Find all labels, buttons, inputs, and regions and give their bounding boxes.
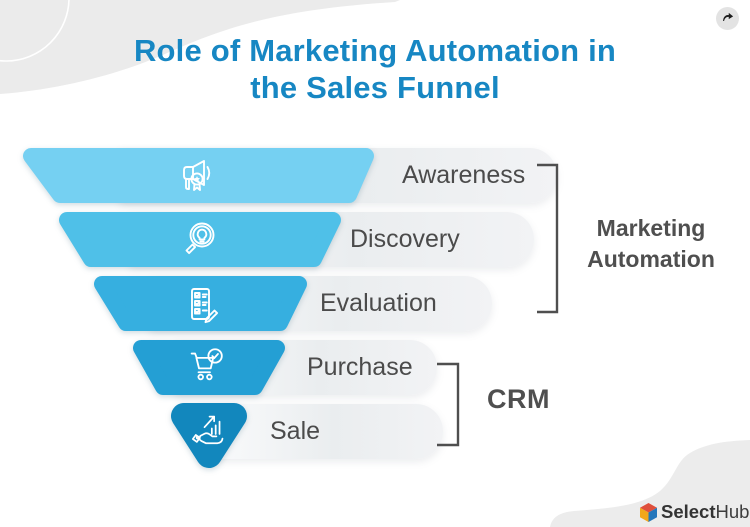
page-title-line2: the Sales Funnel xyxy=(250,70,500,106)
share-arrow-icon xyxy=(723,12,734,21)
bracket-marketing-automation xyxy=(537,163,559,314)
brand-regular: Hub xyxy=(715,501,750,522)
funnel-stage-shape-awareness xyxy=(23,148,374,203)
bracket-crm xyxy=(437,362,460,447)
decor-top-left-blob xyxy=(0,0,400,94)
decor-bottom-right-wave xyxy=(550,440,750,527)
page-title-line1: Role of Marketing Automation in xyxy=(133,33,617,68)
share-button[interactable] xyxy=(716,7,739,30)
stage-label-purchase: Purchase xyxy=(307,353,413,381)
selecthub-logo: SelectHub xyxy=(640,502,749,522)
selecthub-wordmark: SelectHub xyxy=(661,502,749,522)
cart-check-icon xyxy=(190,348,223,381)
group-label-marketing-automation: Marketing Automation xyxy=(587,215,715,273)
group-label-crm: CRM xyxy=(487,384,550,414)
selecthub-cube-icon xyxy=(640,502,657,522)
megaphone-award-icon xyxy=(183,160,211,191)
stage-label-awareness: Awareness xyxy=(402,161,526,189)
stage-label-discovery: Discovery xyxy=(350,225,460,253)
magnifier-bulb-icon xyxy=(185,222,215,255)
stage-label-evaluation: Evaluation xyxy=(320,289,437,317)
checklist-pencil-icon xyxy=(191,288,219,324)
hand-growth-icon xyxy=(191,415,224,445)
stage-label-sale: Sale xyxy=(270,417,321,445)
page-title: Role of Marketing Automation in the Sale… xyxy=(0,32,750,106)
brand-bold: Select xyxy=(661,501,716,522)
